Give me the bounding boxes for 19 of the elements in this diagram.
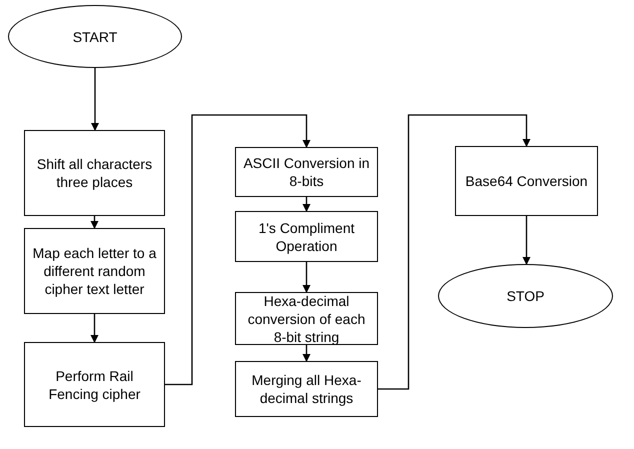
- process-box: Hexa-decimal conversion of each 8-bit string: [235, 292, 378, 345]
- terminal-oval: STOP: [438, 264, 613, 328]
- process-box: Map each letter to a different random cipher text letter: [24, 228, 165, 314]
- arrow: [91, 68, 99, 131]
- process-box: 1's Compliment Operation: [235, 211, 378, 262]
- arrow: [302, 345, 310, 362]
- terminal-oval: START: [8, 5, 182, 68]
- process-box: ASCII Conversion in 8-bits: [235, 147, 378, 197]
- arrow: [165, 114, 310, 386]
- process-box: Perform Rail Fencing cipher: [24, 342, 165, 427]
- arrow: [522, 216, 530, 265]
- arrow: [302, 197, 310, 212]
- process-box: Merging all Hexa-decimal strings: [235, 361, 378, 417]
- arrow: [90, 314, 98, 343]
- arrow: [378, 114, 530, 390]
- arrow: [302, 262, 310, 293]
- arrow: [90, 216, 98, 229]
- process-box: Base64 Conversion: [455, 146, 598, 216]
- process-box: Shift all characters three places: [24, 130, 165, 216]
